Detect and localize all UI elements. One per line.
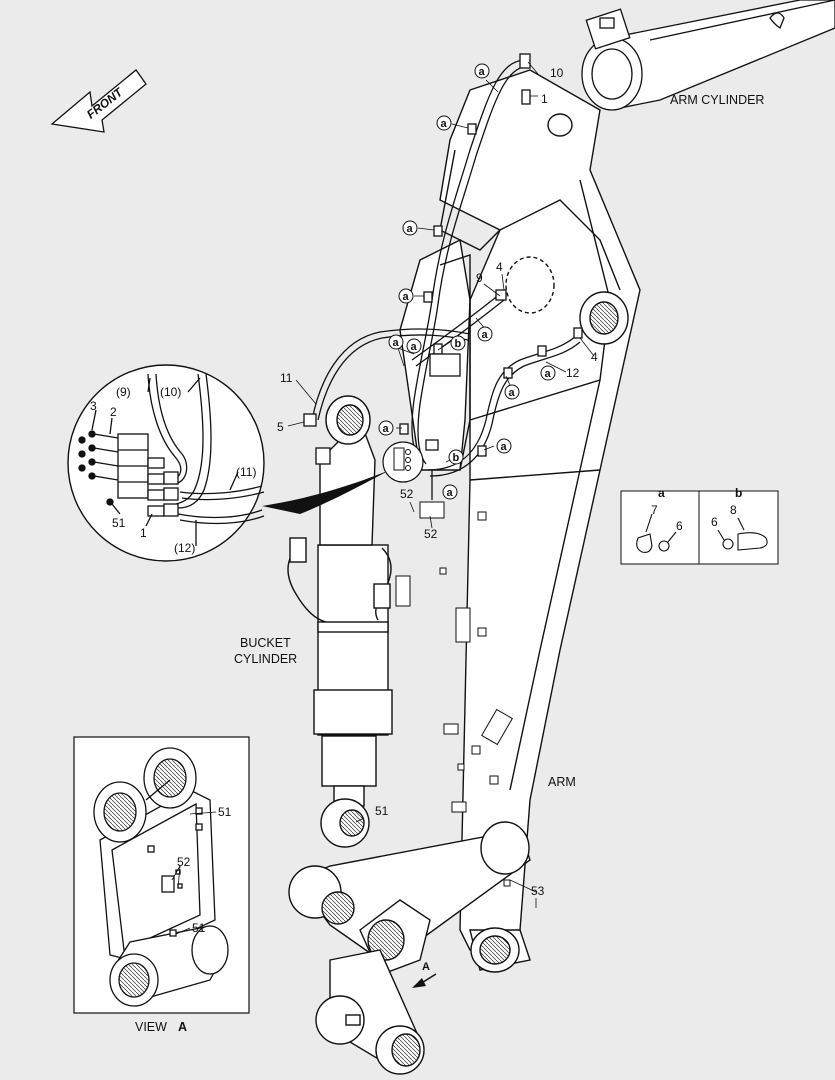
callout-4: 4: [496, 260, 503, 274]
legend-title-a: a: [658, 486, 665, 500]
bolt-icon: [722, 538, 734, 550]
view-a-caption-prefix: VIEW: [135, 1020, 167, 1034]
arm-cylinder: [581, 0, 835, 111]
callout-10: 10: [550, 66, 564, 80]
bucket-cylinder-label-line2: CYLINDER: [234, 652, 297, 666]
callout-52: 52: [400, 487, 414, 501]
bucket-cylinder: [287, 395, 393, 848]
legend-a-6: 6: [676, 519, 683, 533]
hose-routing: [303, 53, 583, 500]
svg-text:a: a: [393, 337, 400, 349]
view-a-callout-51: 51: [192, 921, 206, 935]
callout-53: 53: [531, 884, 545, 898]
svg-text:a: a: [509, 387, 516, 399]
svg-text:a: a: [482, 329, 489, 341]
detail-label-hose-12: (12): [174, 541, 195, 555]
callout-51: 51: [375, 804, 389, 818]
clamp-marker-a: a: [402, 220, 418, 236]
front-arrow-icon: FRONT: [50, 69, 147, 133]
clamp-marker-a: a: [406, 338, 422, 354]
clamp-marker-a: a: [442, 484, 458, 500]
legend-title-b: b: [735, 486, 742, 500]
callout-1: 1: [541, 92, 548, 106]
part-callouts: 10 1 9 4 4 11 12 5 52 52 51 53: [277, 66, 598, 898]
legend-a-7: 7: [651, 503, 658, 517]
detail-label-hose-11: (11): [236, 465, 256, 479]
arm-label: ARM: [548, 775, 576, 789]
svg-text:a: a: [479, 66, 486, 78]
legend-b-8: 8: [730, 503, 737, 517]
view-a-arrow-icon: A: [412, 961, 437, 988]
legend-b-6: 6: [711, 515, 718, 529]
detail-label-hose-10: (10): [160, 385, 181, 399]
view-a-callout-52: 52: [177, 855, 191, 869]
bolt-icon: [658, 540, 670, 552]
svg-text:a: a: [403, 291, 410, 303]
view-a-caption-letter: A: [178, 1020, 187, 1034]
clamp-marker-a: a: [504, 384, 520, 400]
svg-text:a: a: [383, 423, 390, 435]
view-a-callout-51: 51: [218, 805, 232, 819]
detail-label-hose-9: (9): [116, 385, 131, 399]
bucket-linkage: [288, 821, 531, 1075]
svg-text:a: a: [407, 223, 414, 235]
clamp-marker-a: a: [477, 326, 493, 342]
clamp-marker-a: a: [540, 365, 556, 381]
svg-text:a: a: [545, 368, 552, 380]
clamp-marker-a: a: [496, 438, 512, 454]
callout-12: 12: [566, 366, 580, 380]
bucket-cylinder-label-line1: BUCKET: [240, 636, 291, 650]
clamp-legend: a b 7 6 6 8: [620, 486, 779, 565]
view-a-panel: 51 52 51 VIEW A: [73, 736, 250, 1034]
clamp-marker-a: a: [474, 63, 490, 79]
callout-11: 11: [280, 371, 293, 385]
view-a-arrow-label: A: [422, 961, 430, 973]
clamp-a-icon: [636, 533, 653, 553]
detail-label-1: 1: [140, 526, 147, 540]
arm-pads: [395, 501, 513, 887]
clamp-marker-b: b: [448, 449, 464, 465]
clamp-marker-a: a: [398, 288, 414, 304]
svg-text:b: b: [455, 338, 462, 350]
clamp-b-icon: [737, 532, 768, 551]
arm-cylinder-label: ARM CYLINDER: [670, 93, 764, 107]
callout-4: 4: [591, 350, 598, 364]
clamp-marker-b: b: [450, 335, 466, 351]
detail-label-51: 51: [112, 516, 126, 530]
detail-callout: (9) (10) (11) (12) 3 2 1 51: [67, 364, 424, 562]
callout-leaders: [287, 61, 595, 908]
callout-9: 9: [476, 271, 483, 285]
svg-text:a: a: [411, 341, 418, 353]
svg-text:b: b: [453, 452, 460, 464]
clamp-marker-a: a: [388, 334, 404, 350]
svg-text:a: a: [501, 441, 508, 453]
svg-text:a: a: [441, 118, 448, 130]
svg-text:a: a: [447, 487, 454, 499]
callout-5: 5: [277, 420, 284, 434]
clamp-markers: a a a a a a a b a a a a b a: [378, 63, 556, 500]
callout-52: 52: [424, 527, 438, 541]
clamp-marker-a: a: [378, 420, 394, 436]
clamp-marker-a: a: [436, 115, 452, 131]
detail-label-3: 3: [90, 399, 97, 413]
detail-label-2: 2: [110, 405, 117, 419]
